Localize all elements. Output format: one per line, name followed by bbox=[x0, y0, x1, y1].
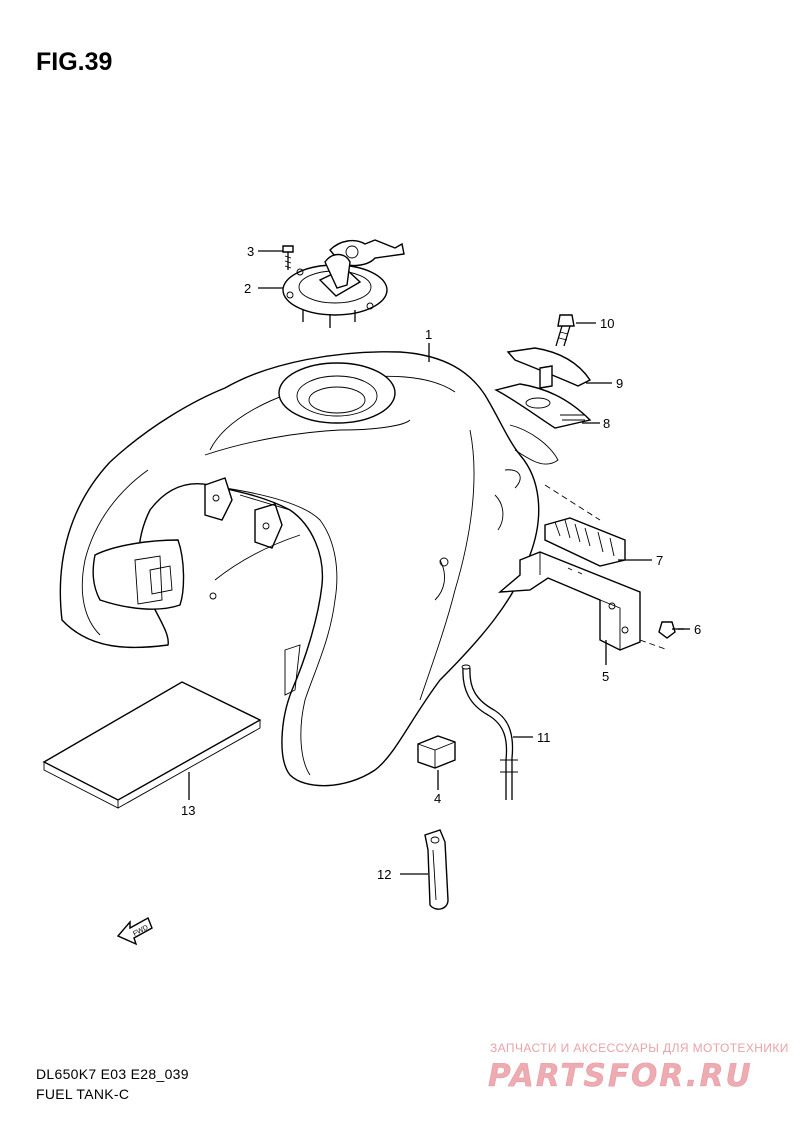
screw-3[interactable] bbox=[282, 245, 294, 270]
leader-lines bbox=[188, 250, 690, 875]
fuel-hose-11[interactable] bbox=[461, 664, 518, 800]
bracket-5[interactable] bbox=[497, 484, 669, 651]
bolt-6[interactable] bbox=[658, 621, 684, 639]
watermark-logo: PARTSFOR.RU bbox=[488, 1058, 753, 1095]
clamp-12[interactable] bbox=[424, 829, 449, 910]
callout-4: 4 bbox=[434, 791, 441, 806]
cushion-8[interactable] bbox=[494, 383, 592, 429]
figure-title: FIG.39 bbox=[36, 48, 113, 76]
fuel-tank[interactable] bbox=[59, 351, 559, 787]
forward-arrow-icon: FWD bbox=[116, 917, 153, 946]
callout-7: 7 bbox=[656, 553, 663, 568]
watermark-tagline: ЗАПЧАСТИ И АКСЕССУАРЫ ДЛЯ МОТОТЕХНИКИ bbox=[490, 1041, 789, 1055]
callout-1: 1 bbox=[425, 327, 432, 342]
callout-11: 11 bbox=[537, 730, 551, 745]
callout-8: 8 bbox=[603, 416, 610, 431]
callout-2: 2 bbox=[244, 281, 251, 296]
callout-5: 5 bbox=[602, 669, 609, 684]
part-name: FUEL TANK-C bbox=[36, 1086, 130, 1102]
cushion-4[interactable] bbox=[417, 735, 456, 769]
callout-9: 9 bbox=[616, 376, 623, 391]
callout-10: 10 bbox=[600, 316, 614, 331]
callout-13: 13 bbox=[181, 803, 195, 818]
callout-6: 6 bbox=[694, 622, 701, 637]
bracket-9[interactable] bbox=[506, 347, 592, 389]
model-code: DL650K7 E03 E28_039 bbox=[36, 1066, 189, 1082]
callout-labels: 1 2 3 4 5 6 7 8 9 10 11 12 13 bbox=[181, 244, 701, 882]
bolt-10[interactable] bbox=[555, 314, 575, 347]
svg-text:PARTSFOR.RU: PARTSFOR.RU bbox=[488, 1058, 753, 1094]
fuel-filler-cap[interactable] bbox=[282, 239, 405, 328]
callout-12: 12 bbox=[377, 867, 391, 882]
label-manual-13[interactable] bbox=[42, 681, 262, 809]
callout-3: 3 bbox=[247, 244, 254, 259]
